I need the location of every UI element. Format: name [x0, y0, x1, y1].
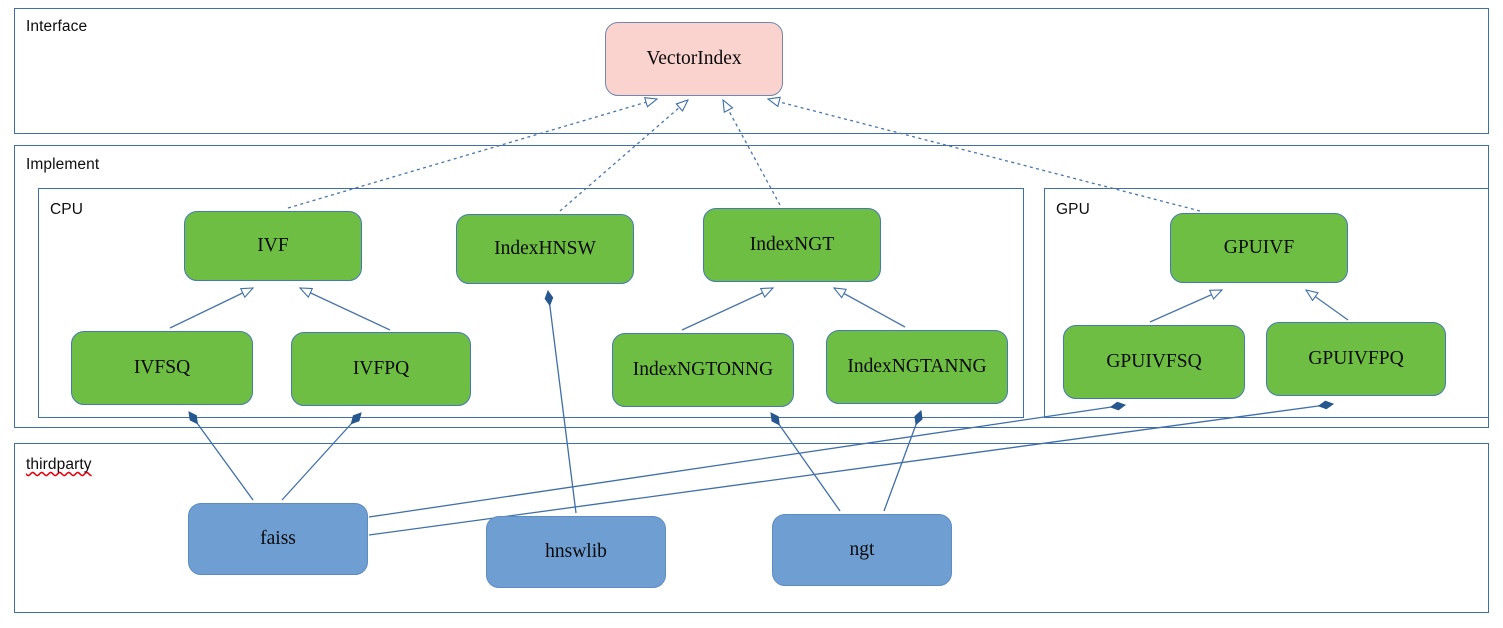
- node-gpuivf[interactable]: GPUIVF: [1170, 213, 1348, 283]
- node-vectorindex[interactable]: VectorIndex: [605, 22, 783, 96]
- node-gpuivfpq[interactable]: GPUIVFPQ: [1266, 322, 1446, 396]
- node-ivfpq[interactable]: IVFPQ: [291, 332, 471, 406]
- node-indexhnsw[interactable]: IndexHNSW: [456, 214, 634, 284]
- node-ivf[interactable]: IVF: [184, 211, 362, 281]
- container-label-thirdparty: thirdparty: [26, 456, 92, 473]
- container-label-cpu: CPU: [50, 201, 84, 218]
- node-hnswlib[interactable]: hnswlib: [486, 516, 666, 588]
- node-indexngtanng[interactable]: IndexNGTANNG: [826, 330, 1008, 404]
- node-gpuivfsq[interactable]: GPUIVFSQ: [1063, 325, 1245, 399]
- node-faiss[interactable]: faiss: [188, 503, 368, 575]
- container-label-gpu: GPU: [1056, 201, 1090, 218]
- container-label-implement: Implement: [26, 156, 100, 173]
- node-indexngt[interactable]: IndexNGT: [703, 208, 881, 282]
- node-ngt[interactable]: ngt: [772, 514, 952, 586]
- container-label-interface: Interface: [26, 18, 88, 35]
- node-ivfsq[interactable]: IVFSQ: [71, 331, 253, 405]
- node-indexngtonng[interactable]: IndexNGTONNG: [612, 333, 794, 407]
